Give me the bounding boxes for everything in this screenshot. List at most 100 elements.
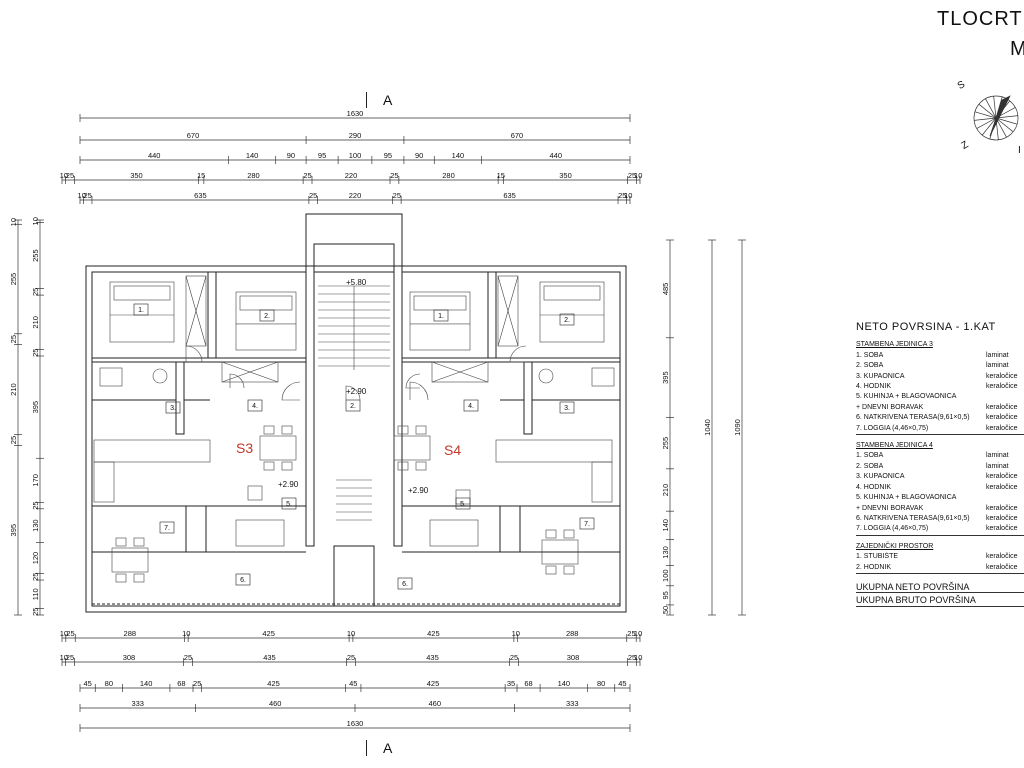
dim-left-outer-value: 10 (9, 218, 18, 226)
loggia-table-s3-chair (133, 573, 145, 583)
dim-right-inner-value: 130 (661, 546, 670, 559)
sofa-s4 (429, 519, 479, 547)
legend-row-material: keraločice (986, 414, 1018, 422)
room-number-box (455, 497, 471, 510)
legend-row: 1. SOBA laminat (856, 451, 1024, 461)
door-swing-s4-entry (409, 381, 429, 401)
outer-wall (85, 265, 627, 613)
dim-right-inner-value: 485 (661, 283, 670, 296)
dim-bottom-r3-value: 140 (140, 679, 153, 688)
room-number: 2. (350, 403, 356, 410)
loggia-table-s3-chair (115, 537, 127, 547)
dim-top-r3-value: 10 (634, 171, 642, 180)
section-marker-top: A (366, 92, 392, 108)
legend-row-material: laminat (986, 452, 1009, 460)
wardrobe-s4-hall (431, 361, 489, 383)
dim-bottom-r3-value: 425 (427, 679, 440, 688)
loggia-table-s4-chair (545, 565, 557, 575)
legend-row-label: 3. KUPAONICA (856, 372, 905, 380)
door-swing-s3-entry (281, 381, 301, 401)
room-number: 3. (564, 405, 570, 412)
dim-top-r4-value: 25 (309, 191, 317, 200)
legend-row: 6. NATKRIVENA TERASA(9,61×0,5)keraločice (856, 514, 1024, 524)
bed-s4-1-pillow (413, 295, 467, 311)
legend-row-label: 6. NATKRIVENA TERASA(9,61×0,5) (856, 414, 970, 422)
dim-left-value: 10 (31, 217, 40, 225)
dim-top-r3-value: 10 (60, 171, 68, 180)
dining-table-s4-chair (397, 461, 409, 471)
dim-bottom-r1-value: 425 (427, 629, 440, 638)
dim-bottom-r1-value: 25 (66, 629, 74, 638)
wall-s4-loggia-pier (499, 505, 521, 553)
dim-bottom-r3-value: 80 (105, 679, 113, 688)
section-arrow-icon (366, 740, 377, 756)
room-number-box (433, 309, 449, 322)
dim-bottom-r3-value: 68 (524, 679, 532, 688)
dining-table-s4-chair (415, 461, 427, 471)
dim-right-inner-value: 255 (661, 437, 670, 450)
legend-row-label: 1. SOBA (856, 351, 884, 359)
dim-right-1040-value: 1040 (703, 419, 712, 436)
bed-s4-2 (539, 281, 605, 343)
loggia-table-s3 (111, 547, 149, 573)
stair-core-top (305, 213, 403, 273)
legend-heading: NETO POVRŠINA - 1.KAT (856, 322, 996, 333)
legend-row-material: keraločice (986, 483, 1018, 491)
legend-row: 5. KUHINJA + BLAGOVAONICA (856, 392, 1024, 402)
legend-row: 7. LOGGIA (4,46×0,75)keraločice (856, 524, 1024, 536)
dim-top-r3-value: 25 (628, 171, 636, 180)
room-number-box (397, 577, 413, 590)
level-mark-s3: +2.90 (278, 480, 299, 489)
loggia-table-s4-chair (545, 529, 557, 539)
dim-top-r3-value: 350 (559, 171, 572, 180)
dim-bottom-r1-value: 10 (512, 629, 520, 638)
legend-row-material: laminat (986, 351, 1009, 359)
room-number-box (133, 303, 149, 316)
legend-row-material: keraločice (986, 553, 1018, 561)
dining-table-s4-chair (415, 425, 427, 435)
room-number-box (559, 313, 575, 326)
dim-bottom-r3-value: 45 (618, 679, 626, 688)
room-number-box (159, 521, 175, 534)
bed-s3-2-pillow (239, 295, 293, 311)
legend-row: 7. LOGGIA (4,46×0,75)keraločice (856, 424, 1024, 436)
dining-table-s3-chair (263, 425, 275, 435)
dim-bottom-r1-value: 10 (182, 629, 190, 638)
wardrobe-s4-hall-x (431, 361, 489, 383)
room-number: 7. (584, 521, 590, 528)
room-number-box (281, 497, 297, 510)
room-number: 4. (468, 403, 474, 410)
dim-bottom-r1-value: 288 (124, 629, 137, 638)
legend-row: 5. KUHINJA + BLAGOVAONICA (856, 493, 1024, 503)
legend-row-material (986, 392, 1024, 402)
level-mark-stair-upper: +5.80 (346, 278, 367, 287)
dim-bottom-r3-value: 140 (558, 679, 571, 688)
loggia-table-s3-chair (133, 537, 145, 547)
dim-top-r4-value: 220 (349, 191, 362, 200)
wardrobe-s3-x (185, 275, 207, 347)
dim-top-r3-value: 15 (497, 171, 505, 180)
dim-right-inner-value: 100 (661, 569, 670, 582)
legend-row-label: 2. HODNIK (856, 563, 892, 571)
dim-top-r1-value: 290 (349, 131, 362, 140)
dim-top-r4-value: 10 (624, 191, 632, 200)
shower-s3 (99, 367, 123, 387)
sofa-s3 (235, 519, 285, 547)
dining-table-s3 (259, 435, 297, 461)
stair-core-inner (313, 243, 395, 273)
dining-table-s3-chair (281, 425, 293, 435)
furniture (93, 275, 615, 583)
bed-s3-1-pillow (113, 285, 171, 301)
legend-row-label: 1. SOBA (856, 452, 884, 460)
dim-right-inner-value: 140 (661, 519, 670, 532)
dim-top-r3-value: 15 (197, 171, 205, 180)
door-swing-s4-hall (405, 373, 421, 389)
dimension-lines (14, 114, 746, 732)
dim-left-value: 395 (31, 401, 40, 414)
drawing-title-line1: TLOCRT (937, 8, 1023, 30)
